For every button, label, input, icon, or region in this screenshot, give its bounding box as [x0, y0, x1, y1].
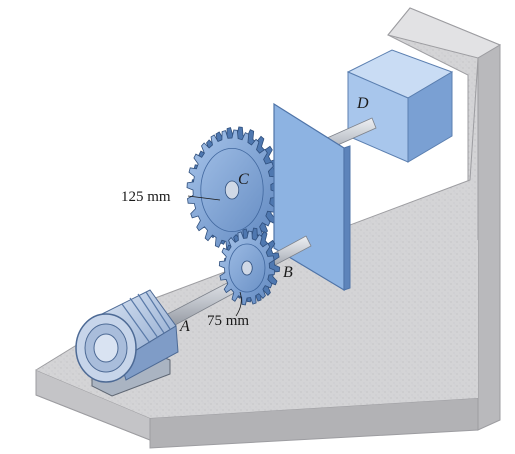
motor-a — [75, 289, 179, 397]
label-d: D — [356, 95, 369, 112]
label-a: A — [179, 318, 190, 335]
label-b: B — [283, 264, 293, 281]
gear-b — [218, 227, 281, 306]
dim-label-small: 75 mm — [207, 313, 249, 329]
box-d — [346, 49, 454, 163]
label-c: C — [238, 171, 249, 188]
dim-label-large: 125 mm — [121, 189, 171, 205]
gear-c — [186, 126, 283, 251]
leader-125 — [187, 195, 221, 201]
leader-75 — [235, 291, 242, 317]
